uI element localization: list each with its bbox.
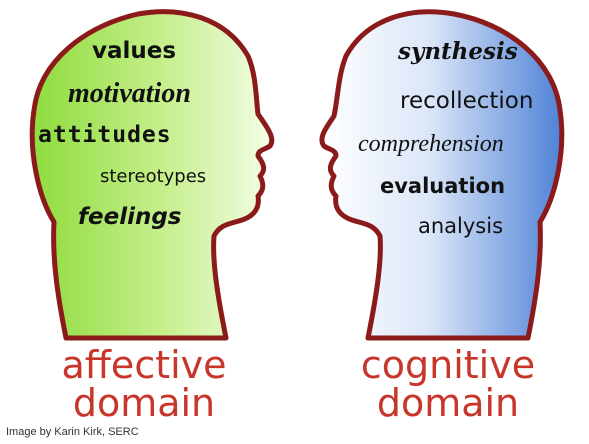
cognitive-word-analysis: analysis [418, 214, 504, 238]
cognitive-label-line2: domain [376, 381, 520, 425]
affective-word-attitudes: attitudes [38, 122, 172, 148]
cognitive-word-comprehension: comprehension [358, 131, 504, 157]
affective-word-values: values [92, 38, 177, 64]
cognitive-label-line1: cognitive [360, 343, 536, 387]
cognitive-word-synthesis: synthesis [398, 38, 518, 65]
affective-word-motivation: motivation [68, 78, 191, 109]
affective-head-outline [29, 9, 275, 341]
affective-word-feelings: feelings [78, 204, 182, 230]
cognitive-word-recollection: recollection [400, 88, 534, 114]
affective-label-line2: domain [72, 381, 216, 425]
image-credit: Image by Karin Kirk, SERC [6, 426, 139, 438]
cognitive-word-evaluation: evaluation [380, 174, 506, 198]
affective-word-stereotypes: stereotypes [100, 166, 207, 187]
cognitive-head-outline [319, 9, 565, 341]
affective-label-line1: affective [61, 343, 227, 387]
